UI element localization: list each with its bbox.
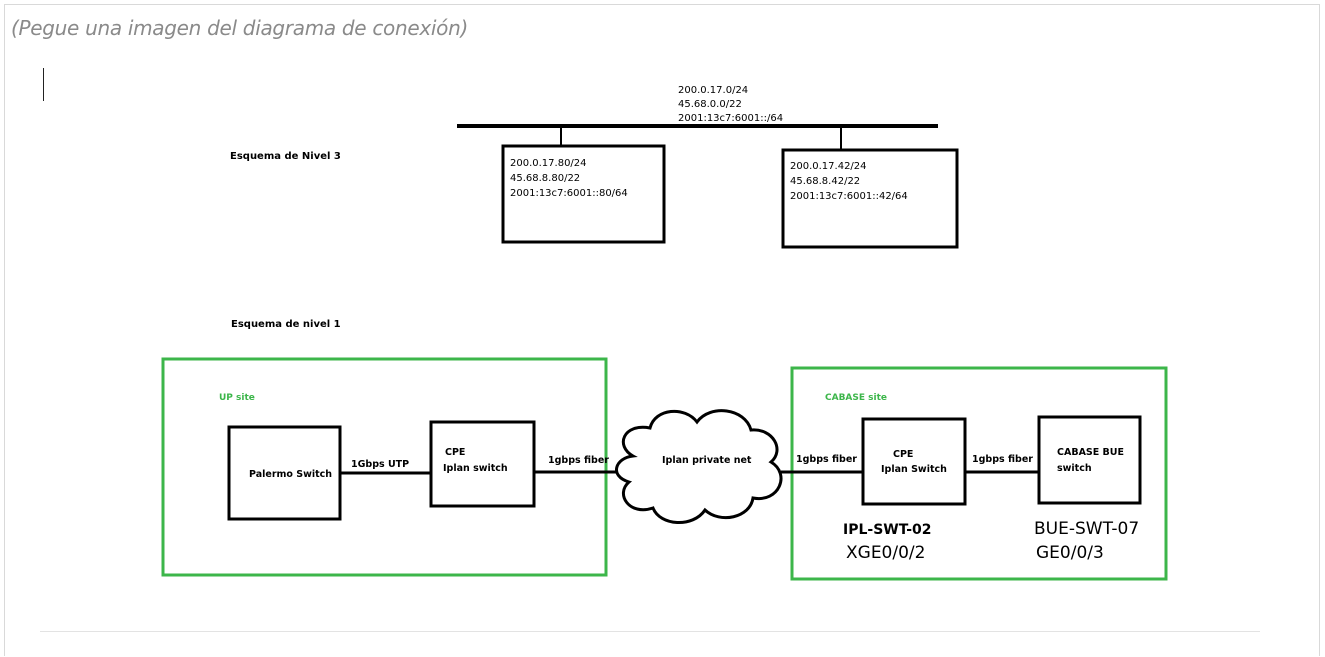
ipl-switch-name: IPL-SWT-02 [843,522,932,538]
palermo-switch-label: Palermo Switch [249,469,332,480]
cabase-bue-box [1037,415,1142,505]
cpe-up-label-1: CPE [445,447,465,458]
connection-diagram: Esquema de Nivel 3 200.0.17.0/24 45.68.0… [161,85,1168,581]
bue-switch-name: BUE-SWT-07 [1034,519,1139,539]
host-box-80 [501,144,666,244]
cabase-site-label: CABASE site [825,393,887,403]
cpe-cabase-label-1: CPE [893,449,913,460]
host42-ipv4: 200.0.17.42/24 [790,161,867,172]
utp-link-label: 1Gbps UTP [351,459,409,470]
cpe-cabase-label-2: Iplan Switch [881,464,947,475]
fiber-cabase-out-label: 1gbps fiber [972,454,1033,465]
host80-ipv6: 2001:13c7:6001::80/64 [510,188,628,199]
iplan-cloud-icon [615,409,783,524]
separator-line [40,631,1260,632]
host80-ipv4-b: 45.68.8.80/22 [510,173,580,184]
cpe-up-label-2: Iplan switch [443,463,508,474]
cpe-up-box [429,420,536,508]
text-cursor [43,68,44,101]
bue-switch-port: GE0/0/3 [1036,543,1104,563]
placeholder-ghost-underline [44,44,464,54]
up-site-border [161,357,608,577]
fiber-cabase-in-label: 1gbps fiber [796,454,857,465]
host80-ipv4: 200.0.17.80/24 [510,158,587,169]
level3-title: Esquema de Nivel 3 [230,151,341,162]
cabase-bue-label-2: switch [1057,463,1092,474]
level1-title: Esquema de nivel 1 [231,319,341,330]
cabase-bue-label-1: CABASE BUE [1057,447,1124,458]
bus-label-ipv4-b: 45.68.0.0/22 [678,99,742,110]
cpe-cabase-box [861,417,967,506]
fiber-up-label: 1gbps fiber [548,455,609,466]
host-box-42 [781,148,959,249]
up-site-label: UP site [219,393,255,403]
palermo-switch-box [227,425,342,521]
host42-ipv6: 2001:13c7:6001::42/64 [790,191,908,202]
ipl-switch-port: XGE0/0/2 [846,543,925,563]
cloud-label: Iplan private net [662,455,752,466]
bus-label-ipv6: 2001:13c7:6001::/64 [678,113,783,124]
bus-label-ipv4: 200.0.17.0/24 [678,85,748,96]
host42-ipv4-b: 45.68.8.42/22 [790,176,860,187]
paste-placeholder: (Pegue una imagen del diagrama de conexi… [11,16,468,40]
image-paste-area[interactable] [4,4,1320,656]
